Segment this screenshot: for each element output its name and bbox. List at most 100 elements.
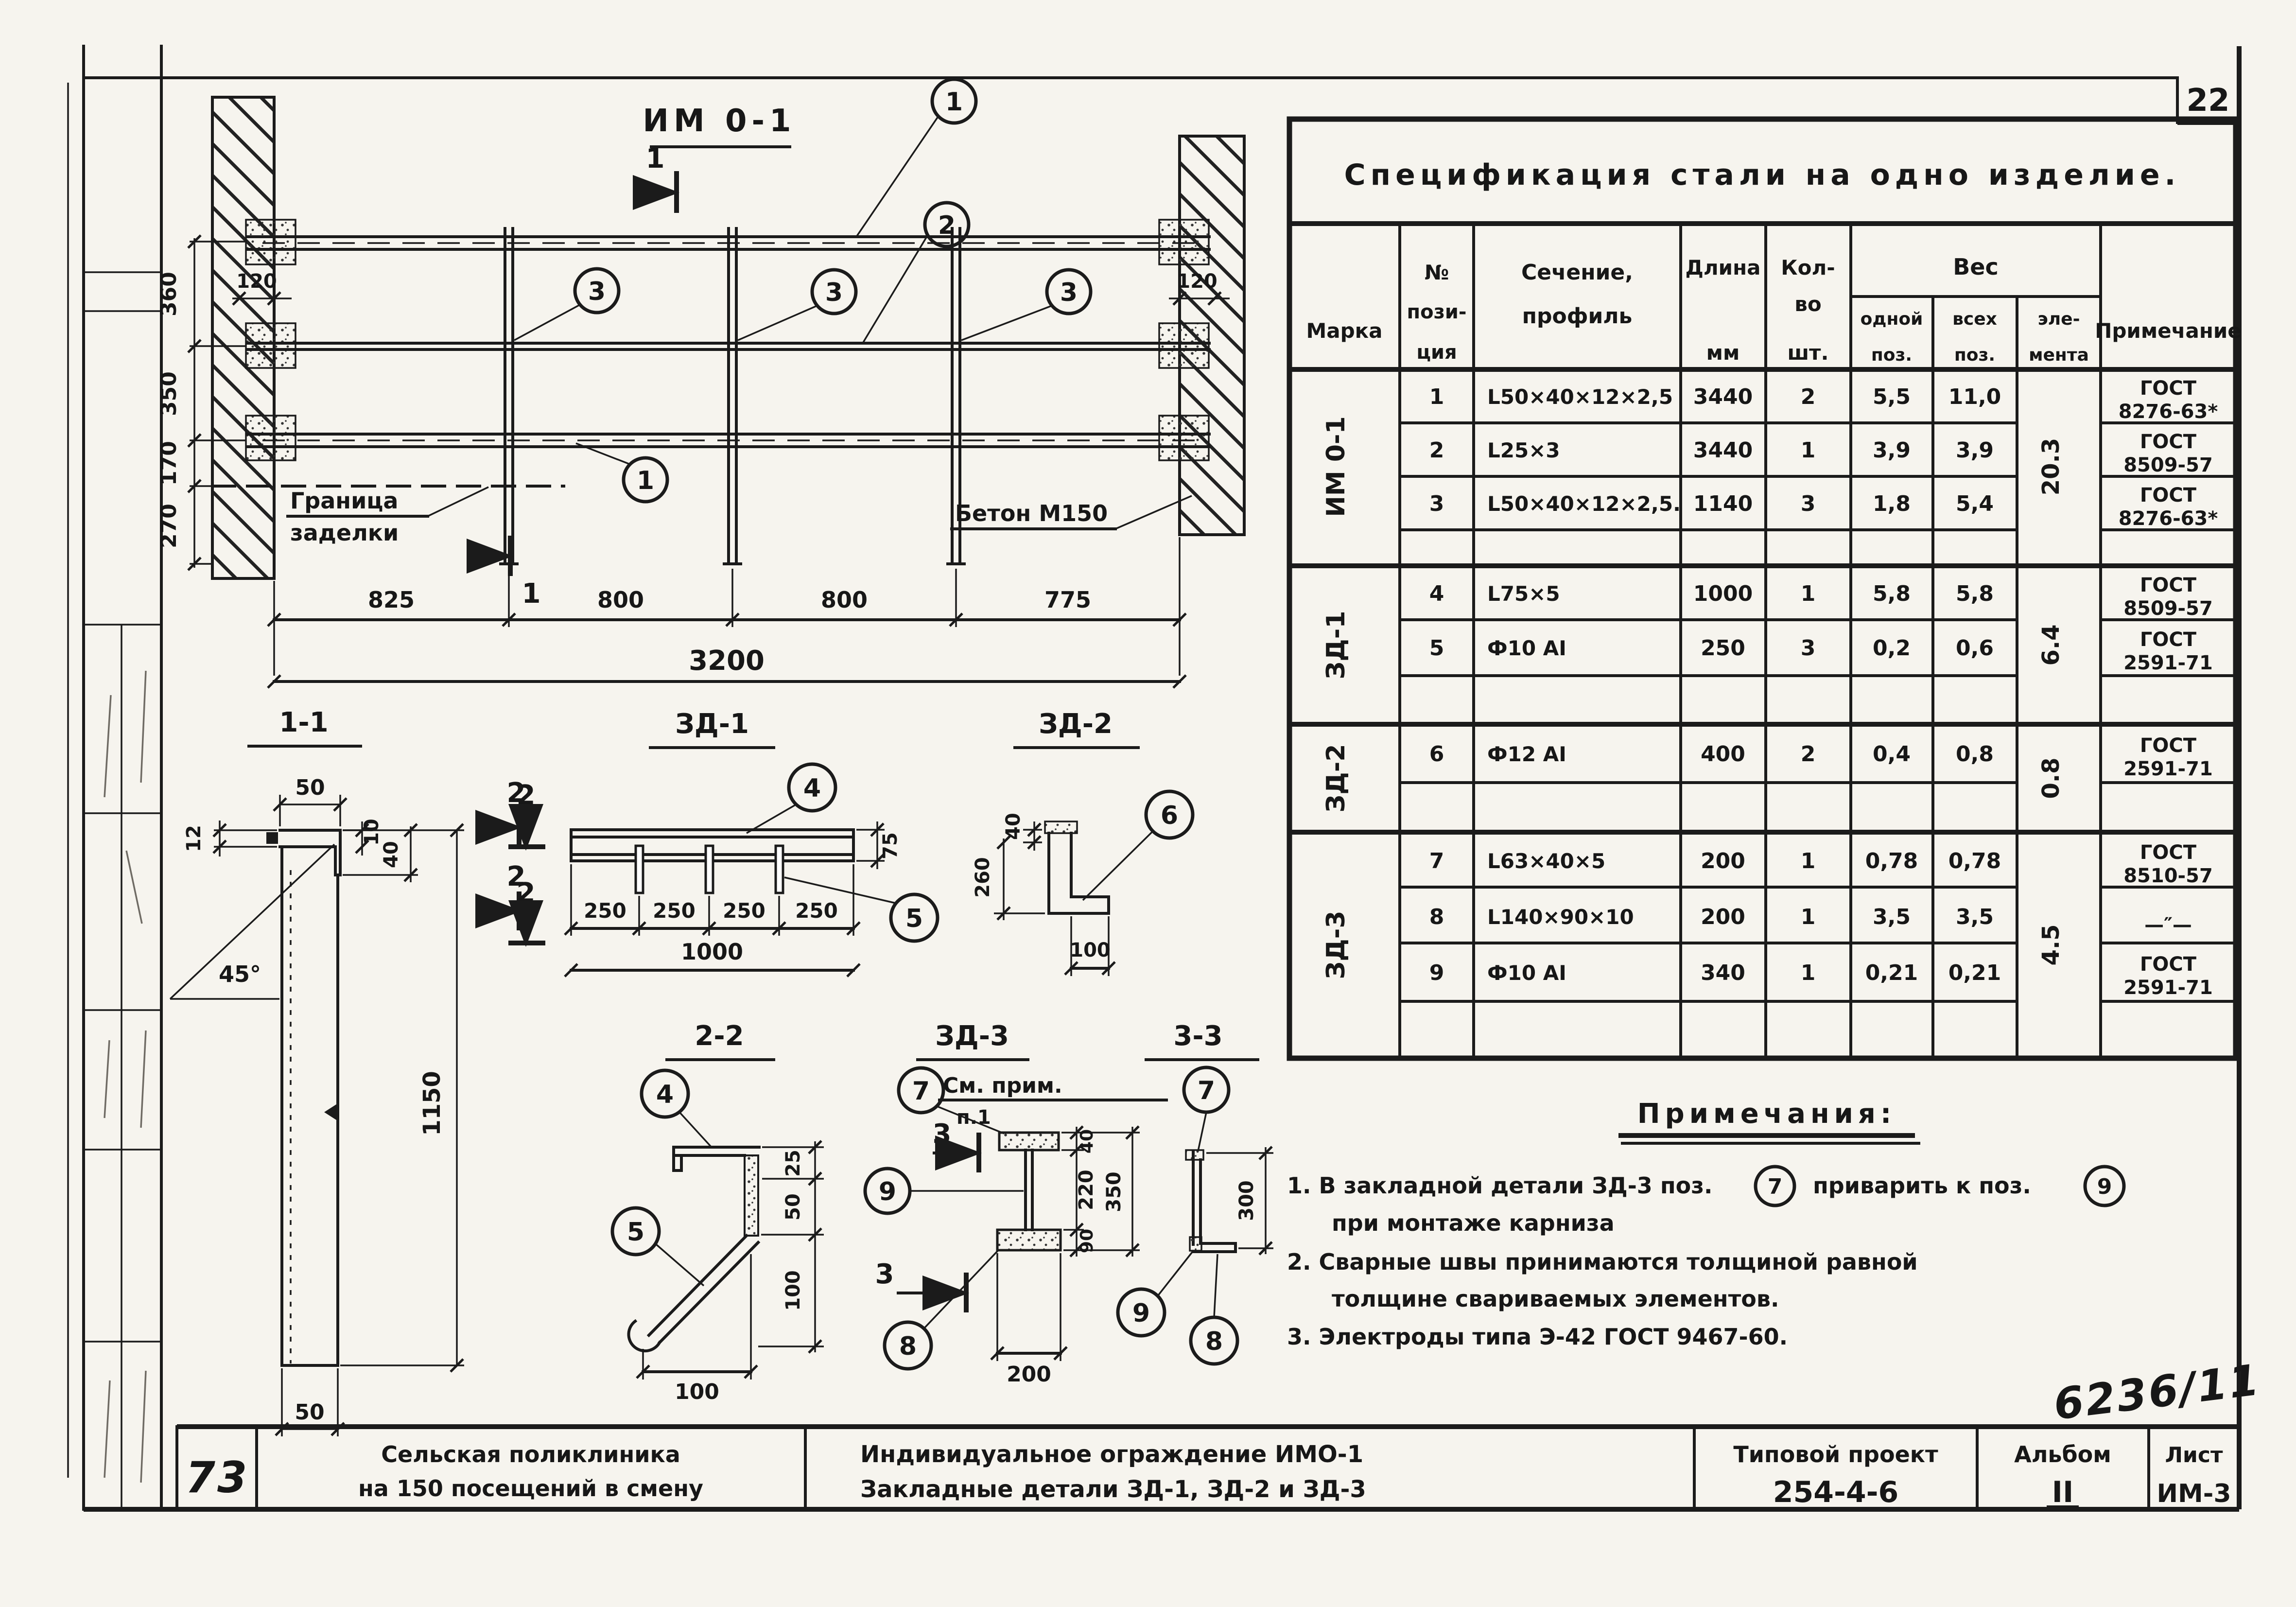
callout-pos9-s33: 9 bbox=[1116, 1249, 1195, 1338]
cell-note: 8509-57 bbox=[2123, 597, 2213, 620]
cell-len: 3440 bbox=[1693, 384, 1753, 409]
sheet-frame: 22 bbox=[67, 45, 2242, 1512]
cell-pos: 9 bbox=[1429, 961, 1444, 985]
callout-4: 4 bbox=[803, 774, 821, 803]
section-mark-2-c: 2 bbox=[508, 780, 545, 851]
note-1-line2: при монтаже карниза bbox=[1332, 1210, 1615, 1236]
cell-profile: Ф10 АI bbox=[1487, 636, 1566, 660]
callout-1: 1 bbox=[945, 87, 963, 117]
group-marka: ИМ 0-1 bbox=[1322, 416, 1351, 517]
note-2: 2. Сварные швы принимаются толщиной равн… bbox=[1287, 1249, 1918, 1275]
mark-3: 3 bbox=[875, 1258, 894, 1290]
cell-len: 400 bbox=[1701, 742, 1745, 767]
cell-profile: L140×90×10 bbox=[1487, 905, 1634, 929]
mark-2: 2 bbox=[507, 861, 526, 892]
cell-pos: 1 bbox=[1429, 384, 1444, 409]
dim-800: 800 bbox=[821, 587, 868, 613]
header-section: профиль bbox=[1522, 304, 1633, 329]
header-weight: Вес bbox=[1953, 254, 1999, 280]
section-2-2-title: 2-2 bbox=[695, 1020, 744, 1052]
cell-profile: L50×40×12×2,5. bbox=[1487, 492, 1681, 516]
boundary-label-1: Граница bbox=[290, 488, 398, 514]
callout-pos8-s33: 8 bbox=[1189, 1254, 1239, 1366]
callout-4: 4 bbox=[656, 1080, 674, 1109]
header-w-element: эле- bbox=[2037, 309, 2080, 329]
note-1-cont: приварить к поз. bbox=[1813, 1172, 2031, 1199]
dim-100: 100 bbox=[1070, 939, 1111, 961]
section-mark-1-top: 1 bbox=[633, 143, 679, 213]
section-mark-3-b: 3 bbox=[875, 1258, 969, 1312]
group-marka: ЗД-1 bbox=[1322, 611, 1351, 679]
cell-profile: L63×40×5 bbox=[1487, 849, 1605, 873]
cell-qty: 2 bbox=[1801, 742, 1816, 767]
page-number: 22 bbox=[2186, 83, 2229, 119]
callout-pos6: 6 bbox=[1082, 789, 1195, 901]
stamp-column bbox=[84, 271, 161, 1509]
cell-w-one: 0,2 bbox=[1873, 636, 1911, 661]
drawing-name-2: Закладные детали ЗД-1, ЗД-2 и ЗД-3 bbox=[860, 1476, 1366, 1503]
project-label: Типовой проект bbox=[1733, 1441, 1938, 1467]
sheet-number: ИМ-3 bbox=[2157, 1479, 2231, 1508]
dim-50: 50 bbox=[782, 1193, 804, 1221]
callout-9: 9 bbox=[1132, 1299, 1150, 1328]
callout-7: 7 bbox=[1198, 1076, 1215, 1105]
section-1-1: 1-1 45° 50 12 10 40 bbox=[169, 707, 526, 1436]
table-row: 3 L50×40×12×2,5. 1140 3 1,8 5,4 ГОСТ 827… bbox=[1429, 484, 2218, 530]
cell-note: ГОСТ bbox=[2140, 574, 2197, 596]
dim-40: 40 bbox=[380, 841, 402, 868]
cell-pos: 7 bbox=[1429, 849, 1444, 873]
spec-table-headers: Марка № пози- ция Сечение, профиль Длина… bbox=[1306, 254, 2241, 365]
group-marka: ЗД-3 bbox=[1322, 910, 1351, 979]
table-row: 5 Ф10 АI 250 3 0,2 0,6 ГОСТ 2591-71 bbox=[1429, 629, 2213, 674]
cell-qty: 3 bbox=[1801, 636, 1816, 661]
object-name-2: на 150 посещений в смену bbox=[358, 1475, 703, 1502]
dims-bottom: 825 800 800 775 3200 bbox=[267, 537, 1187, 689]
detail-zd3: ЗД-3 См. прим. п.1 7 3 9 3 bbox=[863, 1020, 1168, 1387]
dim-220: 220 bbox=[1075, 1170, 1097, 1210]
cell-w-all: 0,78 bbox=[1948, 849, 2001, 873]
header-w-one: одной bbox=[1861, 309, 1923, 329]
dim-120-left: 120 bbox=[236, 270, 277, 293]
cell-pos: 5 bbox=[1429, 636, 1444, 661]
callout-pos1-bottom: 1 bbox=[575, 442, 669, 504]
spec-table: Спецификация стали на одно изделие. Марк… bbox=[1287, 116, 2242, 1061]
callout-7: 7 bbox=[912, 1077, 930, 1106]
callout-6: 6 bbox=[1161, 801, 1178, 830]
cell-w-one: 3,9 bbox=[1873, 438, 1911, 463]
callout-pos5: 5 bbox=[784, 876, 939, 943]
cell-w-one: 3,5 bbox=[1873, 905, 1911, 929]
callout-pos7-zd3: 7 bbox=[897, 1066, 1005, 1135]
cell-note: ГОСТ bbox=[2140, 953, 2197, 976]
header-length: Длина bbox=[1686, 256, 1761, 279]
cell-pos: 2 bbox=[1429, 438, 1444, 463]
section-3-3: 3-3 7 300 9 8 bbox=[1116, 1020, 1273, 1366]
cell-w-all: 5,8 bbox=[1956, 581, 1994, 606]
mark-3: 3 bbox=[933, 1118, 952, 1150]
cell-qty: 1 bbox=[1801, 905, 1816, 929]
callout-3: 3 bbox=[1060, 278, 1078, 307]
zd2-weld-cap bbox=[1044, 821, 1078, 834]
group-marka: ЗД-2 bbox=[1322, 744, 1351, 812]
note-ref-9-circle bbox=[2083, 1165, 2126, 1207]
cell-qty: 1 bbox=[1801, 849, 1816, 873]
cell-qty: 1 bbox=[1801, 961, 1816, 985]
zd3-bottom-plate bbox=[996, 1228, 1062, 1252]
detail-zd2: ЗД-2 40 260 100 6 bbox=[972, 708, 1195, 976]
main-view-title: ИМ 0-1 bbox=[643, 103, 796, 139]
note-1: 1. В закладной детали ЗД-3 поз. bbox=[1287, 1172, 1712, 1199]
group-element-weight: 6.4 bbox=[2037, 624, 2065, 665]
dim-50-bottom: 50 bbox=[295, 1400, 324, 1425]
callout-2: 2 bbox=[938, 211, 956, 240]
note-ref-9: 9 bbox=[2097, 1174, 2112, 1199]
main-elevation: ИМ 0-1 bbox=[157, 77, 1246, 689]
cell-w-all: 0,21 bbox=[1948, 961, 2001, 985]
cell-qty: 1 bbox=[1801, 581, 1816, 606]
dim-25: 25 bbox=[782, 1150, 804, 1177]
callout-pos2: 2 bbox=[862, 201, 971, 344]
zd3-see-note: См. прим. bbox=[943, 1073, 1062, 1098]
header-qty: во bbox=[1794, 292, 1821, 316]
table-row: 4 L75×5 1000 1 5,8 5,8 ГОСТ 8509-57 bbox=[1429, 574, 2213, 620]
mark-2: 2 bbox=[517, 877, 536, 909]
dim-775: 775 bbox=[1044, 587, 1091, 613]
